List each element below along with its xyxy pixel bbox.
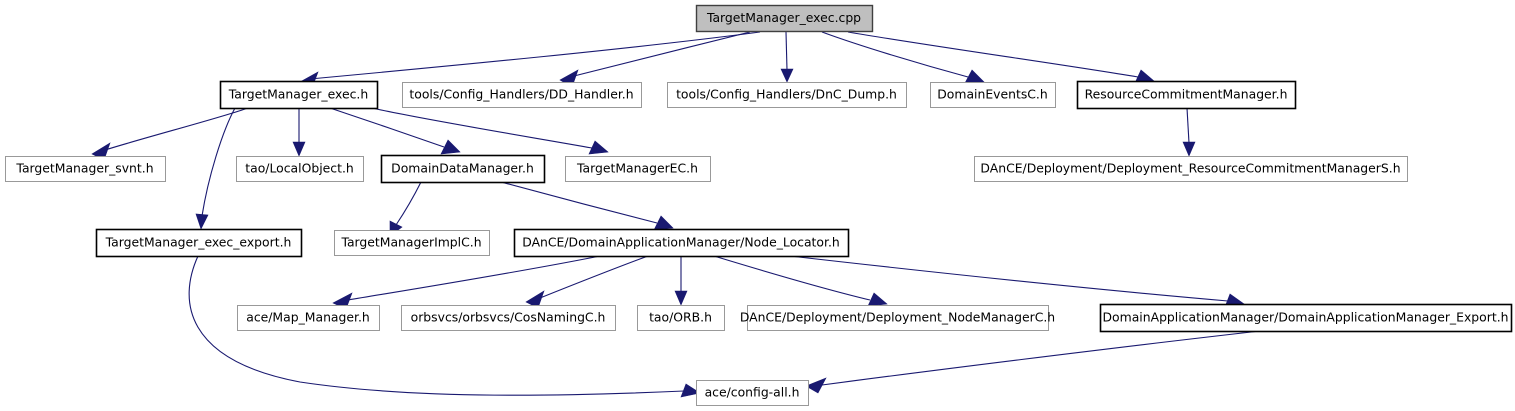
graph-edge [299,31,761,89]
graph-edge [805,330,1261,394]
node-box[interactable] [974,156,1408,182]
node-box[interactable] [747,305,1049,331]
node-box[interactable] [513,228,850,258]
graph-node-ace-config-all-h[interactable]: ace/config-all.h [696,380,809,406]
graph-node-domaindatamanager-h[interactable]: DomainDataManager.h [380,154,546,184]
node-box[interactable] [237,305,380,331]
node-box[interactable] [696,380,809,406]
edge-arrowhead [195,213,209,230]
edge-arrowhead [440,139,461,155]
node-box[interactable] [401,305,616,331]
node-box[interactable] [219,80,379,110]
graph-node-tools-config-handlers-dnc-dump-h[interactable]: tools/Config_Handlers/DnC_Dump.h [667,82,907,108]
graph-node-dance-domainapplicationmanager-node-locator-h[interactable]: DAnCE/DomainApplicationManager/Node_Loca… [513,228,850,258]
edge-arrowhead [588,140,609,155]
node-box[interactable] [380,154,546,184]
edge-arrowhead [867,292,888,307]
node-box[interactable] [1099,303,1513,333]
graph-edge [780,31,794,83]
graph-node-dance-deployment-deployment-resourcecommitmentmanagers-h[interactable]: DAnCE/Deployment/Deployment_ResourceComm… [974,156,1408,182]
graph-edge [195,107,236,230]
node-label: ResourceCommitmentManager.h [1085,87,1288,102]
graph-edge [389,181,422,237]
graph-node-tao-orb-h[interactable]: tao/ORB.h [637,305,725,331]
graph-edge [821,31,985,84]
node-box[interactable] [5,156,166,182]
node-box[interactable] [1076,80,1297,110]
graph-edge [674,256,688,306]
node-label: TargetManager_exec_export.h [105,235,292,250]
graph-edge [371,107,609,155]
node-layer: TargetManager_exec.cppTargetManager_exec… [5,4,1513,406]
node-label: DomainApplicationManager/DomainApplicati… [1103,310,1509,325]
graph-node-domaineventsc-h[interactable]: DomainEventsC.h [930,82,1056,108]
graph-edge [1182,107,1196,157]
graph-edge [500,181,674,231]
graph-node-targetmanager-exec-export-h[interactable]: TargetManager_exec_export.h [95,228,303,258]
edge-arrowhead [292,141,306,157]
graph-edge [789,255,1245,308]
node-label: tools/Config_Handlers/DD_Handler.h [409,87,633,102]
node-label: DAnCE/Deployment/Deployment_NodeManagerC… [740,310,1055,325]
node-label: tools/Config_Handlers/DnC_Dump.h [676,87,897,102]
node-label: ace/config-all.h [705,385,800,400]
node-label: TargetManagerImplC.h [340,235,481,250]
node-box[interactable] [236,156,364,182]
graph-edge [332,255,601,310]
graph-edge [292,108,306,157]
node-label: tao/ORB.h [649,310,712,325]
node-box[interactable] [695,4,874,33]
node-box[interactable] [334,230,490,256]
graph-node-tao-localobject-h[interactable]: tao/LocalObject.h [236,156,364,182]
node-label: TargetManager_exec.h [228,87,368,102]
node-label: orbsvcs/orbsvcs/CosNamingC.h [411,310,606,325]
node-box[interactable] [930,82,1056,108]
graph-node-tools-config-handlers-dd-handler-h[interactable]: tools/Config_Handlers/DD_Handler.h [402,82,642,108]
edge-arrowhead [680,383,701,398]
graph-node-targetmanagerimplc-h[interactable]: TargetManagerImplC.h [334,230,490,256]
node-label: TargetManagerEC.h [576,161,698,176]
edge-arrowhead [780,68,794,83]
graph-edge [91,107,249,161]
graph-node-targetmanager-exec-cpp[interactable]: TargetManager_exec.cpp [695,4,874,33]
graph-node-targetmanager-exec-h[interactable]: TargetManager_exec.h [219,80,379,110]
node-label: tao/LocalObject.h [245,161,353,176]
graph-edge [559,31,751,88]
graph-node-targetmanager-svnt-h[interactable]: TargetManager_svnt.h [5,156,166,182]
edge-arrowhead [674,290,688,306]
node-label: DomainDataManager.h [391,161,534,176]
node-label: DomainEventsC.h [937,87,1047,102]
node-label: ace/Map_Manager.h [246,310,370,325]
node-label: TargetManager_exec.cpp [706,10,861,25]
graph-node-targetmanagerec-h[interactable]: TargetManagerEC.h [565,156,711,182]
node-label: TargetManager_svnt.h [15,161,153,176]
node-box[interactable] [667,82,907,108]
graph-node-orbsvcs-orbsvcs-cosnamingc-h[interactable]: orbsvcs/orbsvcs/CosNamingC.h [401,305,616,331]
node-box[interactable] [402,82,642,108]
node-label: DAnCE/Deployment/Deployment_ResourceComm… [980,161,1400,176]
graph-edge [847,31,1155,84]
graph-edge [525,255,649,309]
node-box[interactable] [637,305,725,331]
edge-arrowhead [1182,141,1196,157]
node-label: DAnCE/DomainApplicationManager/Node_Loca… [522,235,840,250]
graph-node-ace-map-manager-h[interactable]: ace/Map_Manager.h [237,305,380,331]
graph-edge [188,255,701,398]
graph-node-domainapplicationmanager-domainapplicationmanager-export-h[interactable]: DomainApplicationManager/DomainApplicati… [1099,303,1513,333]
graph-edge [329,107,461,155]
graph-node-dance-deployment-deployment-nodemanagerc-h[interactable]: DAnCE/Deployment/Deployment_NodeManagerC… [740,305,1055,331]
node-box[interactable] [95,228,303,258]
node-box[interactable] [565,156,711,182]
edge-arrowhead [805,377,827,394]
graph-node-resourcecommitmentmanager-h[interactable]: ResourceCommitmentManager.h [1076,80,1297,110]
